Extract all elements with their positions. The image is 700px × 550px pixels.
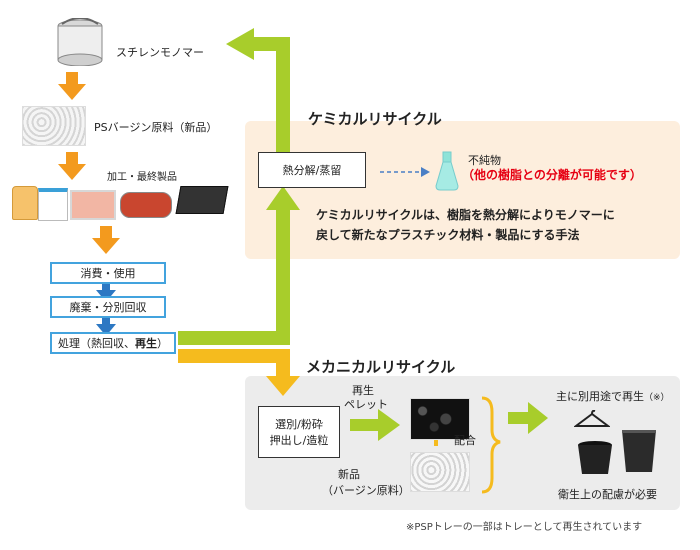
sort-extrude-box: 選別/粉砕 押出し/造粒 bbox=[258, 406, 340, 458]
step-consume-label: 消費・使用 bbox=[80, 267, 136, 280]
pyrolysis-label: 熱分解/蒸留 bbox=[282, 164, 342, 177]
ps-virgin-label: PSバージン原料（新品） bbox=[94, 121, 218, 134]
reuse-label: 主に別用途で再生（※） bbox=[556, 388, 670, 404]
treatment-prefix: 処理（熱回収、 bbox=[58, 337, 135, 350]
flask-icon bbox=[435, 151, 459, 191]
impurity-note: （他の樹脂との分離が可能です） bbox=[462, 168, 642, 182]
chemical-desc-2: 戻して新たなプラスチック材料・製品にする手法 bbox=[316, 228, 580, 242]
processed-products-label: 加工・最終製品 bbox=[107, 172, 177, 183]
chemical-recycle-panel bbox=[245, 121, 680, 259]
yogurt-drink-image bbox=[12, 186, 38, 220]
hanger-icon bbox=[574, 410, 610, 427]
step-consume: 消費・使用 bbox=[50, 262, 166, 284]
new-label-1: 新品 bbox=[338, 468, 360, 481]
virgin-pellet-image bbox=[22, 106, 86, 146]
blend-label: 配合 bbox=[454, 434, 476, 447]
yellow-arrowhead-down bbox=[266, 376, 300, 396]
treatment-bold: 再生 bbox=[135, 337, 157, 350]
green-arrow-mech-1 bbox=[350, 409, 400, 441]
styrene-monomer-label: スチレンモノマー bbox=[116, 46, 204, 59]
chemical-title: ケミカルリサイクル bbox=[308, 110, 442, 128]
fish-tray-image bbox=[120, 192, 172, 218]
black-tray-image bbox=[175, 186, 229, 214]
hygiene-label: 衛生上の配慮が必要 bbox=[558, 488, 657, 501]
green-arrowhead-left-top bbox=[226, 28, 254, 60]
sort-label: 選別/粉砕 bbox=[275, 418, 323, 431]
orange-arrow-3 bbox=[92, 226, 120, 254]
recycled-pellet-image bbox=[410, 398, 470, 440]
orange-arrow-2 bbox=[58, 152, 86, 180]
trash-bin-icon bbox=[622, 430, 656, 472]
pyrolysis-box: 熱分解/蒸留 bbox=[258, 152, 366, 188]
green-arrowhead-up-chem bbox=[266, 186, 300, 210]
reuse-main: 主に別用途で再生 bbox=[556, 390, 644, 403]
mechanical-title: メカニカルリサイクル bbox=[306, 358, 456, 376]
chemical-desc-1: ケミカルリサイクルは、樹脂を熱分解によりモノマーに bbox=[316, 208, 615, 222]
cup-container-image bbox=[38, 188, 68, 221]
step-disposal: 廃棄・分別回収 bbox=[50, 296, 166, 318]
step-disposal-label: 廃棄・分別回収 bbox=[69, 301, 147, 314]
paint-can-icon bbox=[57, 18, 103, 66]
brace bbox=[481, 396, 501, 494]
yellow-flow-arrow bbox=[178, 349, 290, 378]
impurity-label: 不純物 bbox=[468, 154, 501, 167]
green-arrow-mech-2 bbox=[508, 402, 548, 434]
step-treatment: 処理（熱回収、再生） bbox=[50, 332, 176, 354]
pellet-label-1: 再生 bbox=[352, 384, 374, 397]
dashed-arrowhead bbox=[421, 167, 430, 177]
blue-arrow-2 bbox=[96, 318, 116, 336]
green-flow-arrow-top bbox=[252, 37, 290, 153]
orange-arrow-1 bbox=[58, 72, 86, 100]
pellet-label-2: ペレット bbox=[344, 398, 388, 411]
meat-tray-image bbox=[70, 190, 116, 220]
reuse-note: （※） bbox=[644, 393, 670, 403]
bucket-icon bbox=[578, 441, 612, 474]
treatment-suffix: ） bbox=[157, 337, 168, 350]
virgin-pellet-image-2 bbox=[410, 452, 470, 492]
green-flow-arrow bbox=[178, 209, 290, 345]
extrude-label: 押出し/造粒 bbox=[269, 434, 329, 447]
new-label-2: （バージン原料） bbox=[322, 484, 410, 497]
footnote: ※PSPトレーの一部はトレーとして再生されています bbox=[406, 522, 643, 533]
